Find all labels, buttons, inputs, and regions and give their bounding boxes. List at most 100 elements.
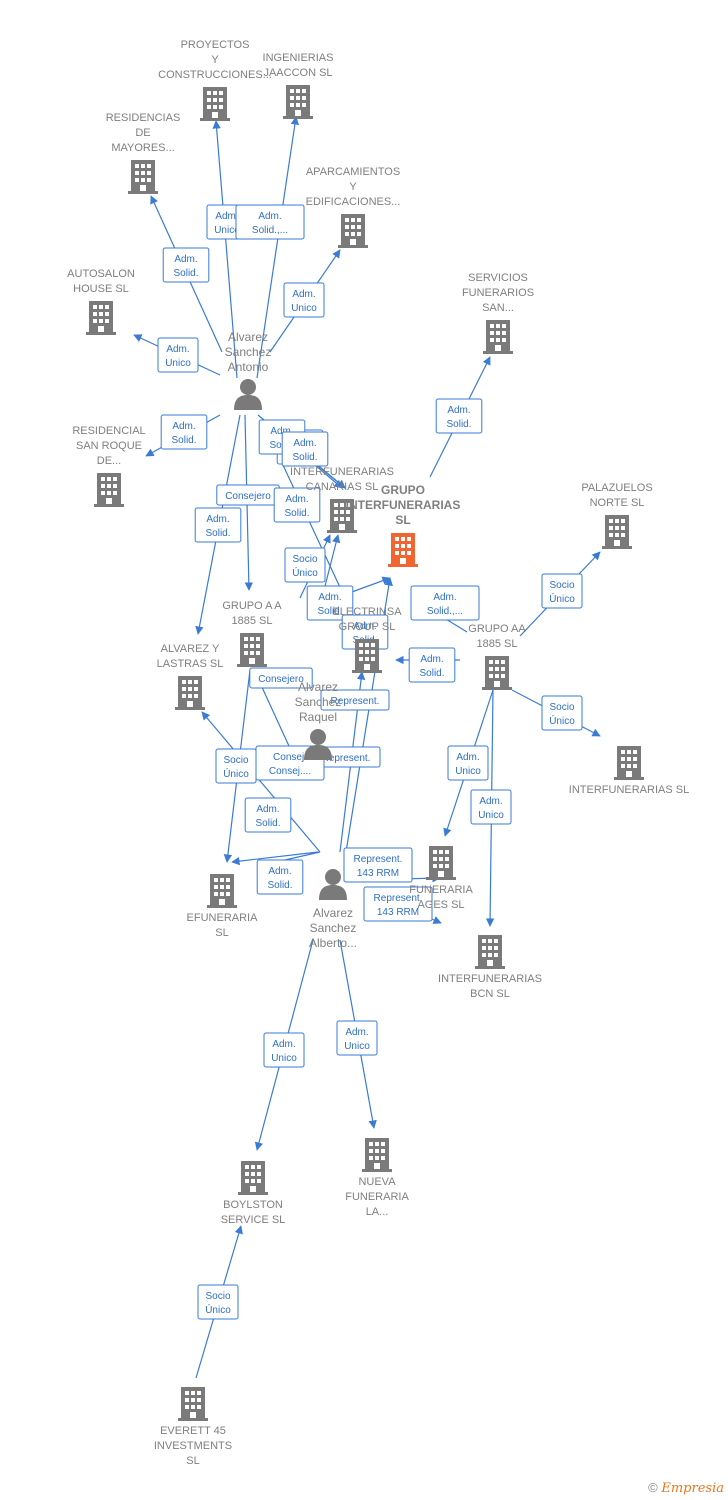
node-label: APARCAMIENTOS bbox=[306, 166, 400, 178]
node-label: Y bbox=[349, 181, 357, 193]
edge-label-box[interactable] bbox=[435, 398, 483, 434]
edge-label[interactable]: Adm.Unico bbox=[447, 745, 489, 781]
edge-label-box[interactable] bbox=[263, 1032, 305, 1068]
edge-label[interactable]: Adm.Solid. bbox=[306, 585, 354, 621]
edge-label[interactable]: Represent.143 RRM bbox=[343, 847, 413, 883]
edge-label[interactable]: Adm.Solid. bbox=[408, 647, 456, 683]
company-node-servicios[interactable]: SERVICIOSFUNERARIOSSAN... bbox=[462, 272, 534, 354]
company-node-proyectos[interactable]: PROYECTOSYCONSTRUCCIONES... bbox=[158, 39, 272, 121]
edge-label-text: Adm. bbox=[258, 211, 281, 222]
edge-label[interactable]: Adm.Solid. bbox=[273, 487, 321, 523]
edge-label-box[interactable] bbox=[363, 886, 433, 922]
edge-label-box[interactable] bbox=[336, 1020, 378, 1056]
node-label: Sanchez bbox=[310, 921, 357, 935]
edge-label-text: Unico bbox=[455, 766, 481, 777]
edge-label-box[interactable] bbox=[160, 414, 208, 450]
node-label: DE... bbox=[97, 455, 121, 467]
edge-label-text: Único bbox=[549, 714, 575, 727]
edge-label-box[interactable] bbox=[281, 431, 329, 467]
building-icon bbox=[338, 214, 368, 248]
edge-label-box[interactable] bbox=[283, 282, 325, 318]
edge-label[interactable]: Adm.Solid. bbox=[162, 247, 210, 283]
edge-label-box[interactable] bbox=[408, 647, 456, 683]
edge-label-box[interactable] bbox=[157, 337, 199, 373]
edge-label-box[interactable] bbox=[256, 859, 304, 895]
edge-label-text: Adm. bbox=[479, 796, 502, 807]
edge-label[interactable]: Adm.Unico bbox=[263, 1032, 305, 1068]
edge-label-box[interactable] bbox=[541, 695, 583, 731]
edge-label[interactable]: Adm.Unico bbox=[470, 789, 512, 825]
edge-label[interactable]: Adm.Unico bbox=[157, 337, 199, 373]
edge-label-text: Adm. bbox=[433, 592, 456, 603]
edge-label[interactable]: Represent.143 RRM bbox=[363, 886, 433, 922]
edge-label[interactable]: Adm.Unico bbox=[283, 282, 325, 318]
person-node-alberto[interactable]: AlvarezSanchezAlberto... bbox=[309, 869, 357, 950]
edge-label-box[interactable] bbox=[541, 573, 583, 609]
edge-label-box[interactable] bbox=[343, 847, 413, 883]
node-label: GRUPO A A bbox=[222, 600, 282, 612]
building-icon bbox=[207, 874, 237, 908]
edge-label-box[interactable] bbox=[470, 789, 512, 825]
edge-label[interactable]: Adm.Unico bbox=[336, 1020, 378, 1056]
edge-label-box[interactable] bbox=[273, 487, 321, 523]
edge-label-box[interactable] bbox=[197, 1284, 239, 1320]
edge-labels-layer: Adm.UnicoAdm.Solid.,...Adm.Solid.Adm.Uni… bbox=[157, 204, 583, 1320]
edge-label[interactable]: Represent. bbox=[320, 689, 390, 711]
edge-label-box[interactable] bbox=[249, 667, 313, 689]
company-node-residencias[interactable]: RESIDENCIASDEMAYORES... bbox=[106, 112, 181, 194]
edge-label-text: Solid. bbox=[173, 268, 198, 279]
edge-label-box[interactable] bbox=[447, 745, 489, 781]
edge-label-text: Represent. bbox=[331, 696, 380, 707]
edge-label-box[interactable] bbox=[244, 797, 292, 833]
node-label: Y bbox=[211, 54, 219, 66]
edge-label-box[interactable] bbox=[194, 507, 242, 543]
edge-label-box[interactable] bbox=[162, 247, 210, 283]
edge-label-text: Consejero bbox=[225, 491, 271, 502]
edge-label[interactable]: Adm.Solid. bbox=[435, 398, 483, 434]
edge-label-box[interactable] bbox=[320, 689, 390, 711]
company-node-aparcamientos[interactable]: APARCAMIENTOSYEDIFICACIONES... bbox=[306, 166, 401, 248]
company-node-nueva[interactable]: NUEVAFUNERARIALA... bbox=[345, 1138, 409, 1218]
edge-label[interactable]: Adm.Solid. bbox=[256, 859, 304, 895]
edge-label[interactable]: Adm.Solid.,... bbox=[235, 204, 305, 240]
edge-label[interactable]: Adm.Solid. bbox=[244, 797, 292, 833]
edge-label-box[interactable] bbox=[410, 585, 480, 621]
node-label: LASTRAS SL bbox=[157, 658, 224, 670]
company-node-interfunerarias[interactable]: INTERFUNERARIAS SL bbox=[569, 746, 689, 796]
edge-label-box[interactable] bbox=[306, 585, 354, 621]
edge-alberto-efuneraria bbox=[231, 851, 319, 866]
edge-label[interactable]: Adm.Solid. bbox=[281, 431, 329, 467]
edge-label-box[interactable] bbox=[284, 547, 326, 583]
edge-label[interactable]: Adm.Solid. bbox=[194, 507, 242, 543]
edge-label[interactable]: Adm.Solid. bbox=[160, 414, 208, 450]
node-label: INTERFUNERARIAS bbox=[346, 498, 461, 512]
edge-label[interactable]: Adm.Solid.,... bbox=[410, 585, 480, 621]
edge-label[interactable]: Consejero bbox=[249, 667, 313, 689]
brand-logo[interactable]: Empresia bbox=[661, 1481, 724, 1496]
edge-label[interactable]: Consejero bbox=[216, 484, 280, 506]
edge-label-box[interactable] bbox=[235, 204, 305, 240]
building-icon bbox=[482, 656, 512, 690]
